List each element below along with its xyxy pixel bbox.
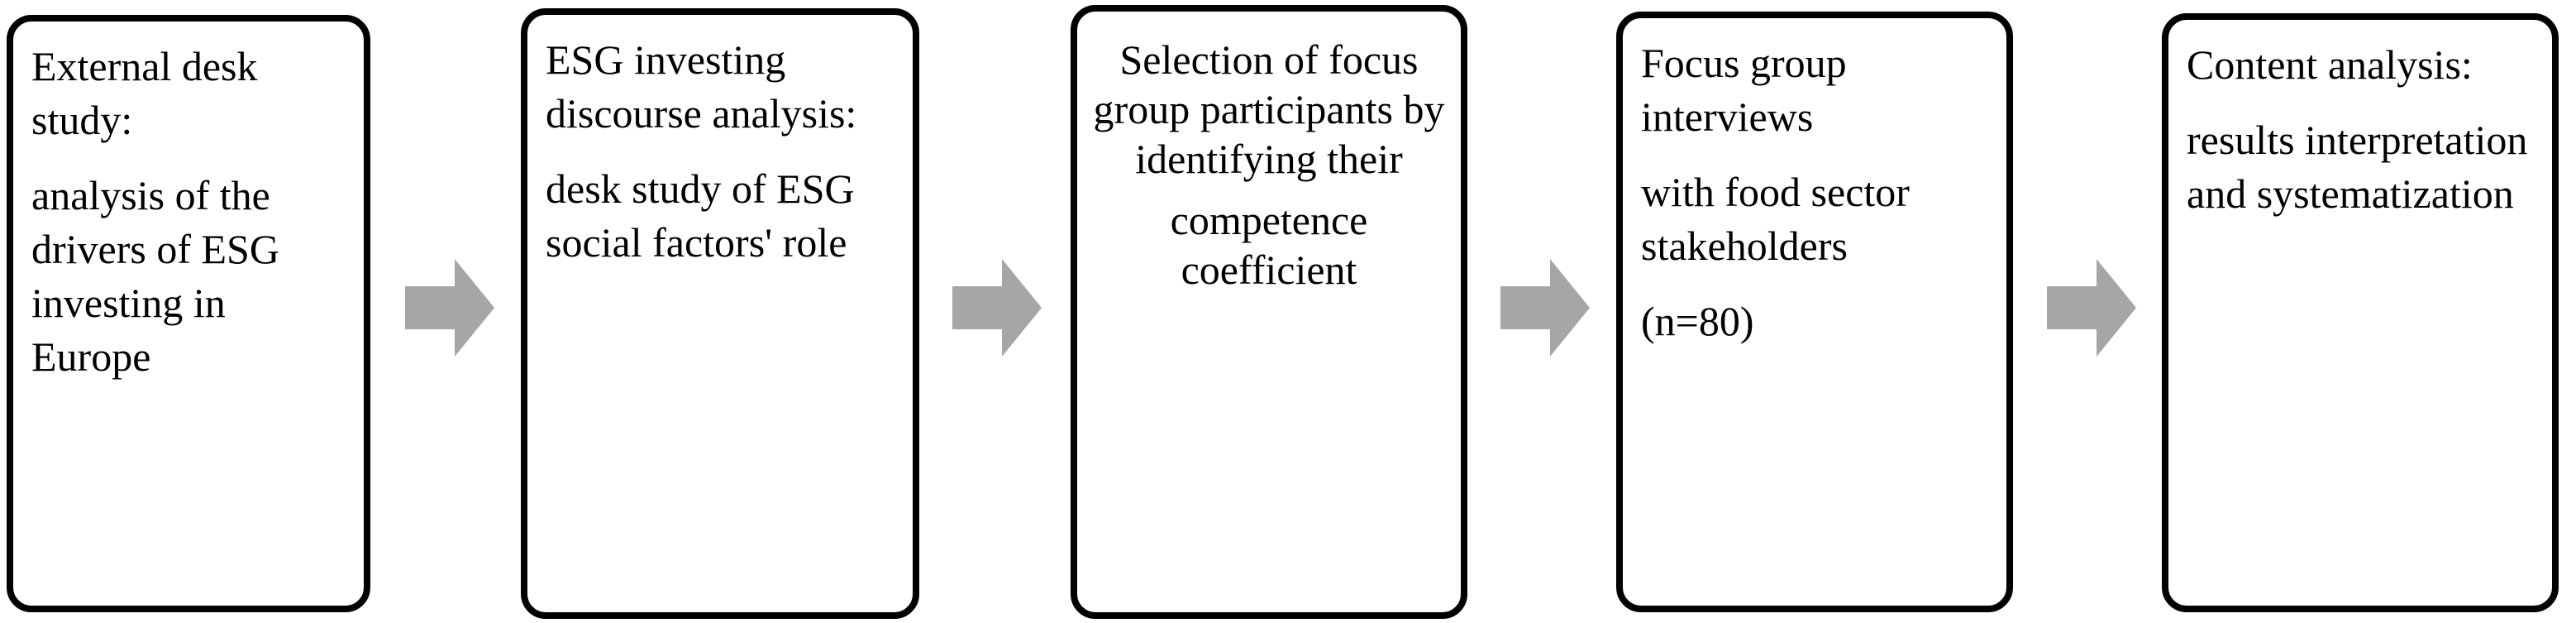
- right-block-arrow-icon-2: [952, 259, 1042, 357]
- process-step-5[interactable]: Content analysis: results interpretation…: [2162, 13, 2559, 612]
- process-step-3-heading: Selection of focus group participants by…: [1093, 36, 1445, 182]
- right-block-arrow-icon-1: [405, 259, 494, 357]
- process-step-4[interactable]: Focus group interviews with food sector …: [1616, 12, 2013, 612]
- process-step-1-text: External desk study: analysis of the dri…: [13, 22, 364, 392]
- process-step-2[interactable]: ESG investing discourse analysis: desk s…: [521, 8, 919, 619]
- process-step-2-detail: desk study of ESG social factors' role: [546, 165, 855, 266]
- process-step-1-detail: analysis of the drivers of ESG investing…: [31, 172, 279, 380]
- process-step-1-heading: External desk study:: [31, 43, 258, 143]
- process-step-1[interactable]: External desk study: analysis of the dri…: [7, 15, 370, 612]
- process-step-2-text: ESG investing discourse analysis: desk s…: [527, 15, 913, 278]
- process-step-4-text: Focus group interviews with food sector …: [1623, 18, 2006, 357]
- process-step-5-detail: results interpretation and systematizati…: [2187, 117, 2528, 217]
- process-step-5-heading: Content analysis:: [2187, 41, 2473, 88]
- right-block-arrow-icon-4: [2047, 259, 2136, 357]
- process-step-3-detail: competence coefficient: [1170, 197, 1368, 293]
- process-step-4-sample-size: (n=80): [1641, 298, 1754, 344]
- process-step-3-text: Selection of focus group participants by…: [1077, 12, 1461, 314]
- process-step-4-heading: Focus group interviews: [1641, 40, 1847, 140]
- process-step-4-detail: with food sector stakeholders: [1641, 169, 1910, 269]
- right-block-arrow-icon-3: [1500, 259, 1590, 357]
- process-step-2-heading: ESG investing discourse analysis:: [546, 36, 857, 137]
- process-step-5-text: Content analysis: results interpretation…: [2168, 20, 2552, 229]
- process-step-3[interactable]: Selection of focus group participants by…: [1071, 5, 1467, 619]
